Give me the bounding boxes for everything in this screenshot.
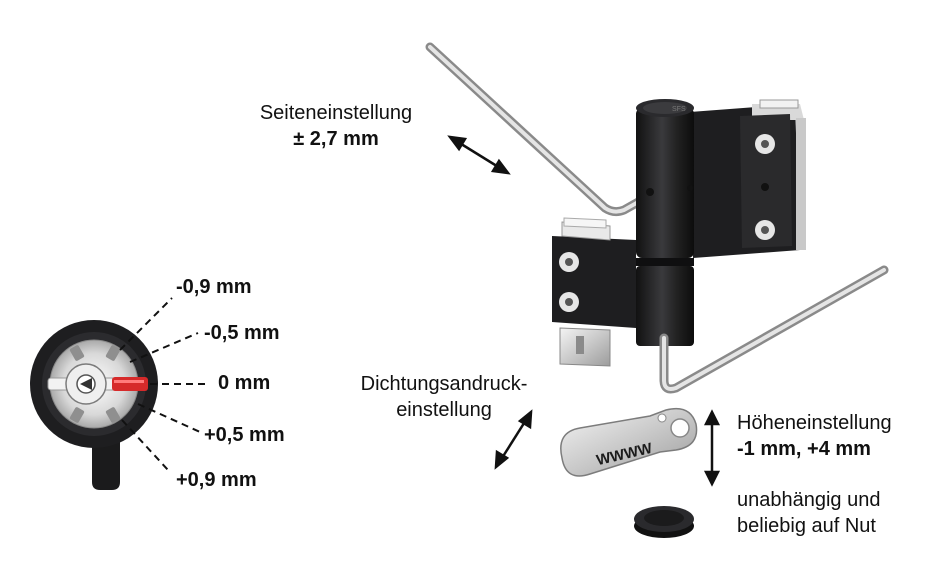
eccentric-indicator-red (112, 377, 148, 391)
seal-adjustment-line1: Dichtungsandruck- (360, 373, 528, 395)
eccentric-label-minus-0-5: -0,5 mm (204, 322, 280, 344)
height-adjustment-title: Höheneinstellung (737, 412, 892, 434)
side-adjustment-title: Seiteneinstellung (259, 102, 413, 124)
eccentric-scale-leaders (119, 297, 210, 471)
hinge-logo-text: SFS (672, 106, 686, 113)
hex-key-lower (659, 265, 889, 394)
adjustment-tool: WWWW (560, 407, 698, 477)
groove-cap (634, 506, 694, 538)
independent-note-line1: unabhängig und (737, 489, 881, 511)
eccentric-label-plus-0-5: +0,5 mm (204, 424, 285, 446)
arrow-seal-adjustment (494, 409, 533, 470)
eccentric-label-zero: 0 mm (218, 372, 271, 394)
independent-note-line2: beliebig auf Nut (737, 515, 876, 537)
door-hinge: SFS (552, 99, 806, 367)
height-adjustment-value: -1 mm, +4 mm (737, 438, 871, 460)
eccentric-dial (30, 320, 158, 490)
eccentric-label-minus-0-9: -0,9 mm (176, 276, 252, 298)
hex-key-upper (425, 42, 661, 217)
eccentric-label-plus-0-9: +0,9 mm (176, 469, 257, 491)
seal-adjustment-line2: einstellung (396, 399, 492, 421)
arrow-side-adjustment (447, 135, 511, 175)
side-adjustment-value: ± 2,7 mm (293, 128, 379, 150)
arrow-height-adjustment (703, 409, 721, 487)
